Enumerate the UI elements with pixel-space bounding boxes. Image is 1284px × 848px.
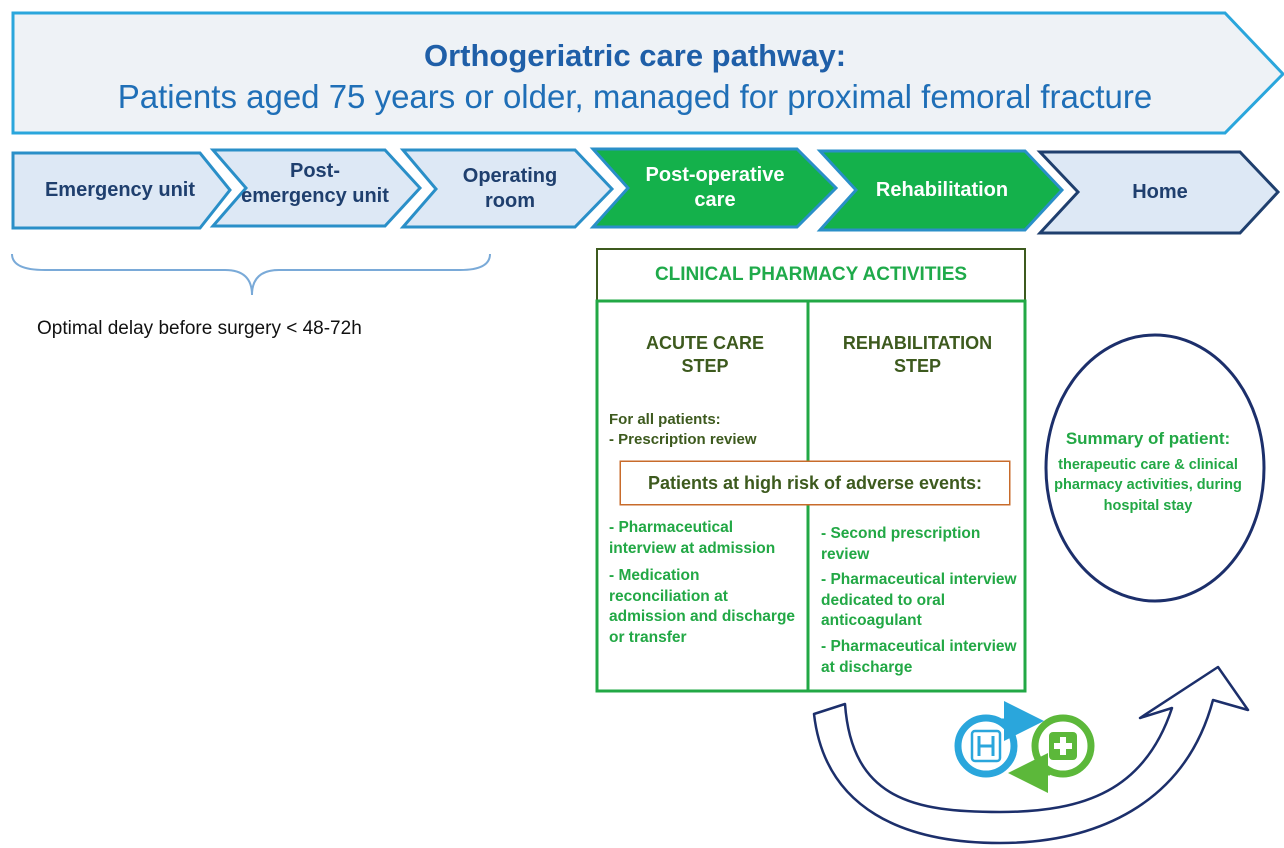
acute-care-heading: ACUTE CARE STEP — [645, 333, 764, 377]
step-home: Home — [1132, 181, 1188, 203]
cp-activities-box — [595, 299, 1027, 693]
step-operating-room: Operating room — [462, 164, 558, 212]
banner-title: Orthogeriatric care pathway: — [423, 38, 847, 73]
acute-high-risk-item: - Medication reconciliation at admission… — [609, 567, 796, 646]
delay-note: Optimal delay before surgery < 48-72h — [37, 318, 362, 339]
rehab-high-risk-item: - Second prescription review — [821, 525, 981, 563]
banner-subtitle: Patients aged 75 years or older, managed… — [117, 78, 1153, 115]
high-risk-label: Patients at high risk of adverse events: — [621, 462, 1009, 504]
cp-title-box — [596, 248, 1026, 302]
step-shape-post-emergency — [209, 148, 423, 228]
all-patients-item: - Prescription review — [609, 431, 757, 448]
medical-cross-icon — [1031, 714, 1095, 778]
delay-brace — [11, 253, 491, 296]
step-shape-post-operative — [589, 147, 839, 229]
banner-arrow — [11, 11, 1284, 135]
transfer-arrows-icon — [1000, 701, 1050, 793]
acute-high-risk-item: - Pharmaceutical interview at admission — [609, 519, 776, 557]
summary-title: Summary of patient: — [1065, 429, 1231, 448]
rehab-high-risk-item: - Pharmaceutical interview at discharge — [821, 638, 1017, 676]
step-rehabilitation: Rehabilitation — [875, 179, 1009, 201]
step-emergency-unit: Emergency unit — [44, 179, 196, 201]
step-shape-home — [1036, 150, 1281, 235]
step-shape-emergency — [11, 151, 232, 230]
step-post-emergency-unit: Post-emergency unit — [241, 160, 389, 207]
step-post-operative-care: Post-operative care — [645, 164, 785, 211]
all-patients-label: For all patients: — [609, 411, 721, 428]
rehab-high-risk-item: - Pharmaceutical interview dedicated to … — [821, 571, 1017, 630]
step-shape-rehabilitation — [816, 149, 1065, 232]
summary-body: therapeutic care & clinical pharmacy act… — [1054, 457, 1242, 514]
curved-arrow-icon — [812, 665, 1250, 845]
hospital-icon — [954, 714, 1018, 778]
clinical-pharmacy-title: CLINICAL PHARMACY ACTIVITIES — [654, 264, 968, 285]
step-shape-operating-room — [399, 148, 615, 229]
summary-circle — [1044, 333, 1266, 603]
rehabilitation-step-heading: REHABILITATION STEP — [842, 333, 993, 377]
